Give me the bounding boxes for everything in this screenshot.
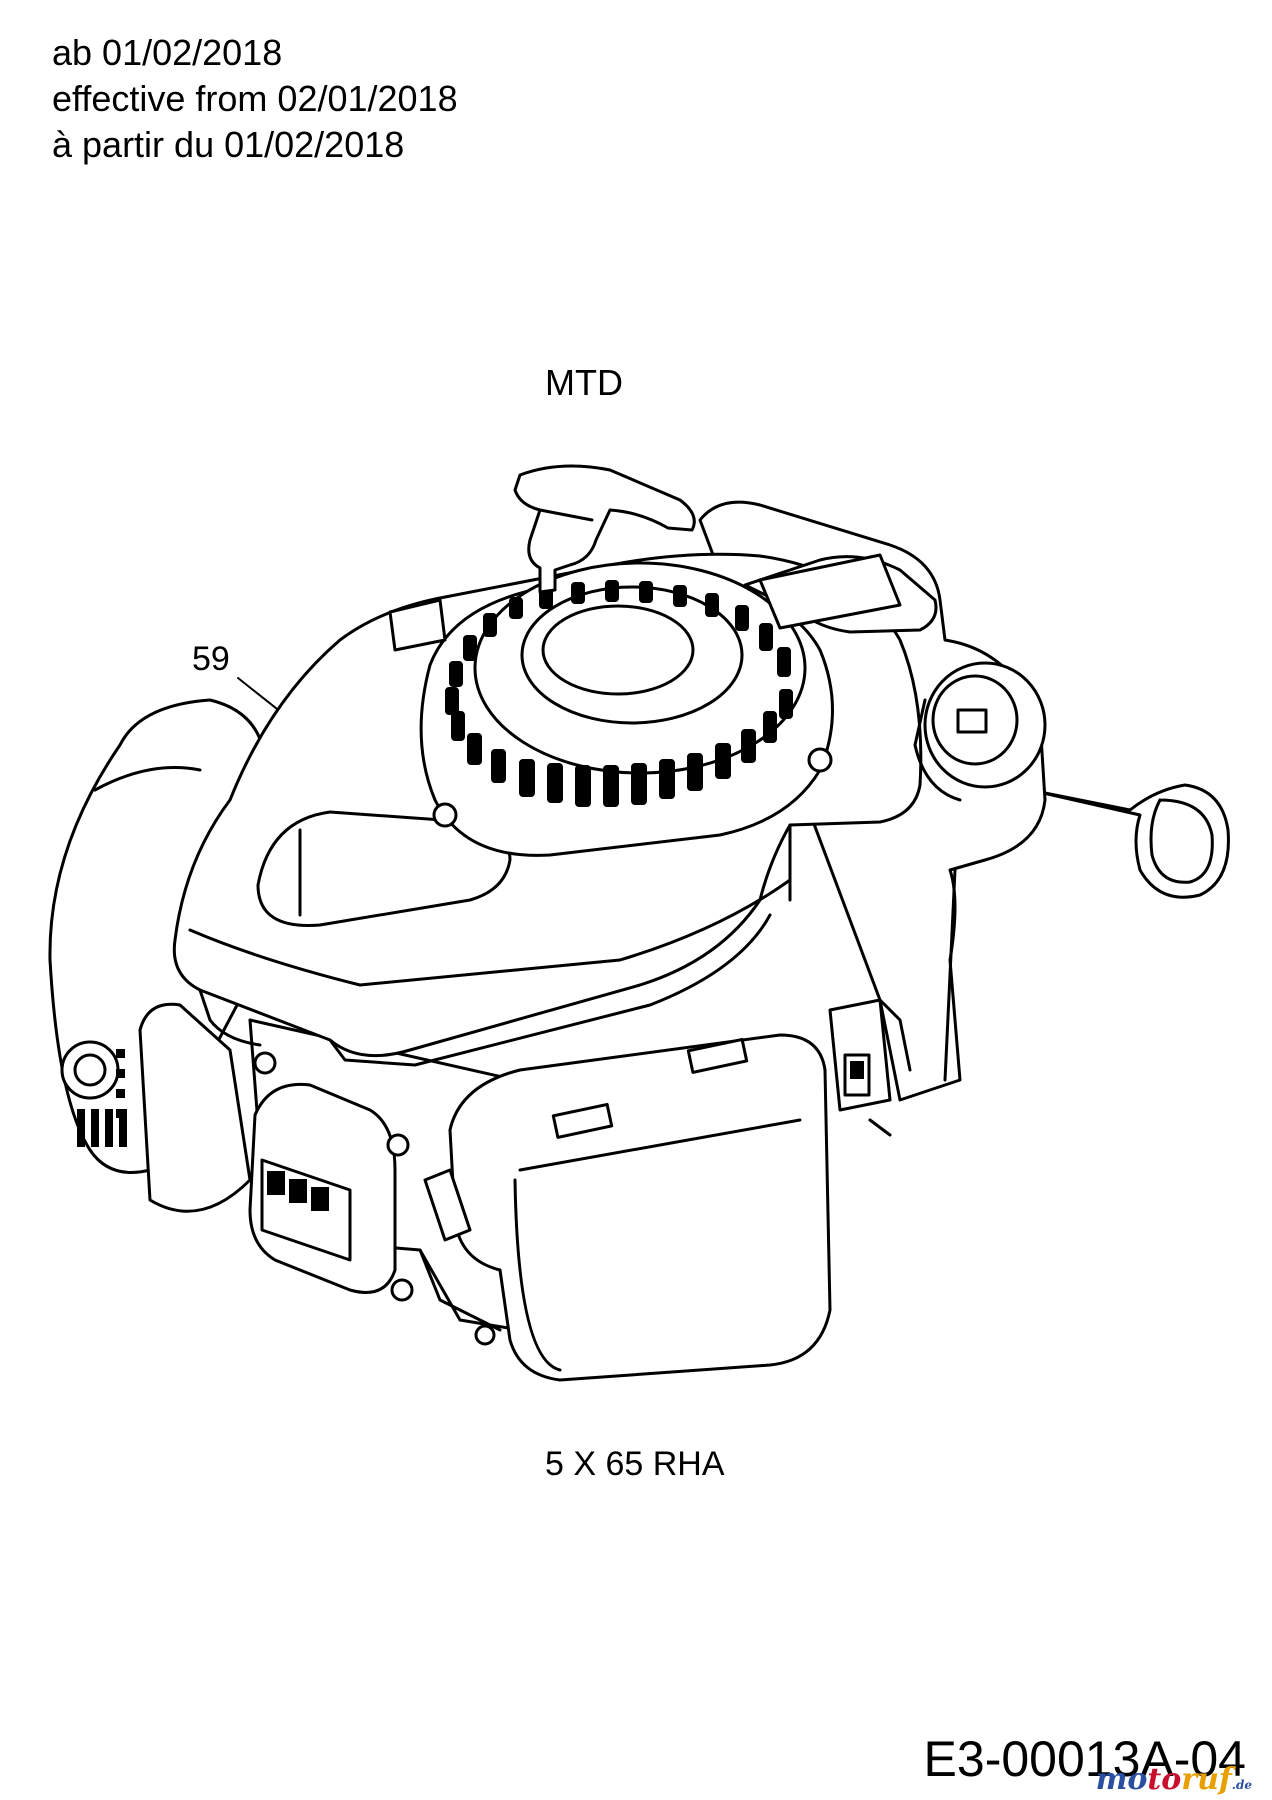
oil-cap-tether	[1028, 783, 1230, 899]
effective-date-block: ab 01/02/2018 effective from 02/01/2018 …	[52, 30, 458, 168]
engine-model-label: 5 X 65 RHA	[545, 1445, 725, 1483]
callout-number-59: 59	[192, 640, 230, 678]
exhaust-muffler	[48, 698, 267, 1213]
starter-cooling-fins	[445, 580, 793, 807]
muffler-vent-slots	[77, 1049, 127, 1147]
drawing-code: E3-00013A-04	[923, 1731, 1246, 1787]
air-filter-box	[423, 1033, 832, 1382]
date-line-french: à partir du 01/02/2018	[52, 124, 405, 165]
starter-pull-handle	[388, 464, 696, 652]
date-line-german: ab 01/02/2018	[52, 32, 283, 73]
fuel-tank	[743, 553, 938, 634]
valve-cover	[248, 1051, 414, 1302]
fuel-cap	[913, 661, 1047, 802]
brand-label: MTD	[545, 362, 623, 403]
date-line-english: effective from 02/01/2018	[52, 78, 458, 119]
site-watermark-logo: motoruf.de	[1095, 1762, 1252, 1797]
carburetor-linkage	[828, 998, 892, 1137]
recoil-starter	[419, 561, 834, 857]
